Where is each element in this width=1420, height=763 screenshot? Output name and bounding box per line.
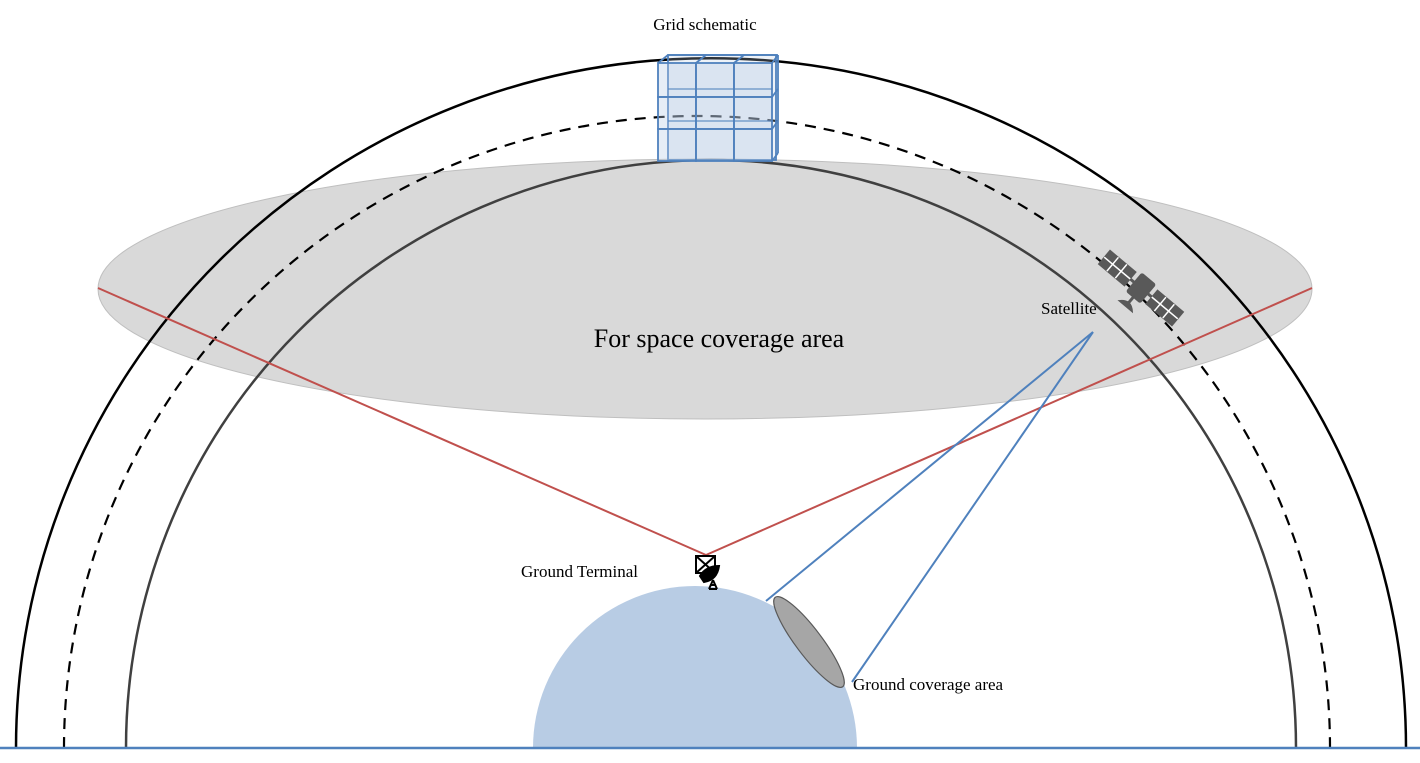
blue-beam-left: [765, 331, 1094, 602]
grid-schematic-label: Grid schematic: [653, 15, 757, 34]
ground-coverage-patch: [773, 595, 845, 689]
middle-orbit-arc-dashed: [62, 114, 1332, 749]
red-beam-right: [705, 287, 1313, 556]
space-coverage-label: For space coverage area: [594, 324, 845, 353]
blue-beam-right: [851, 331, 1094, 683]
antenna-dish-icon: [695, 555, 721, 590]
red-beam-left: [97, 287, 707, 556]
grid-cube-icon: [657, 54, 779, 162]
satellite-icon: [1097, 249, 1185, 327]
satellite-label: Satellite: [1041, 299, 1097, 318]
outer-orbit-arc: [14, 56, 1408, 749]
ground-coverage-label: Ground coverage area: [853, 675, 1004, 694]
ground-terminal-label: Ground Terminal: [521, 562, 638, 581]
earth: [533, 586, 857, 748]
